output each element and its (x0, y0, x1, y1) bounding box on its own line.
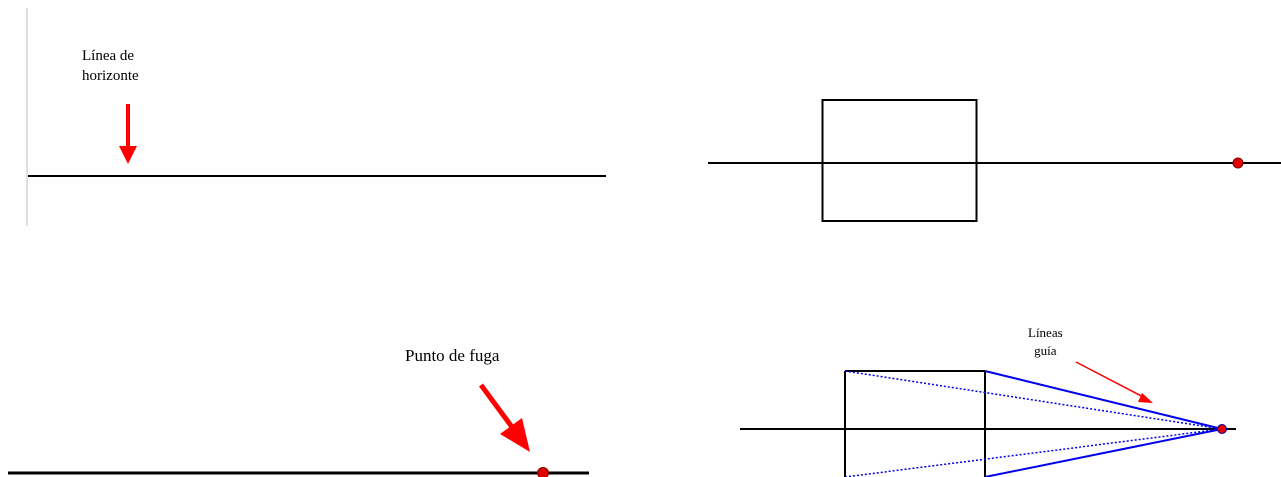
horizon-arrow-head (119, 146, 137, 164)
vanishing-point-dot (537, 467, 549, 477)
vanishing-point-label: Punto de fuga (405, 346, 500, 365)
guide-line-bottom-dotted (844, 428, 1223, 477)
horizon-label-line1: Línea de (82, 48, 135, 64)
panel-rectangle-on-horizon (708, 99, 1281, 222)
vanishing-point-dot (1232, 157, 1244, 169)
panel-horizon-line (26, 8, 606, 226)
vanishing-point-arrow-head (500, 418, 530, 452)
guide-lines-label-line2: guía (1034, 342, 1057, 358)
rectangle-shape (821, 99, 978, 222)
guide-lines-arrow (1075, 361, 1150, 401)
panel-vanishing-point (8, 383, 589, 477)
vanishing-point-dot (1217, 424, 1227, 434)
panel-guide-lines (740, 361, 1236, 477)
guide-lines-label: Líneas guía (1028, 324, 1063, 359)
guide-lines-arrow-head (1138, 393, 1153, 403)
horizon-label: Línea de horizonte (82, 46, 139, 87)
guide-line-top-solid (984, 370, 1223, 430)
guide-line-top-dotted (844, 370, 1223, 430)
guide-lines-label-line1: Líneas (1028, 325, 1063, 340)
horizon-label-line2: horizonte (82, 68, 139, 85)
vanishing-point-arrow-shaft (478, 383, 515, 429)
guide-line-bottom-solid (984, 428, 1223, 477)
